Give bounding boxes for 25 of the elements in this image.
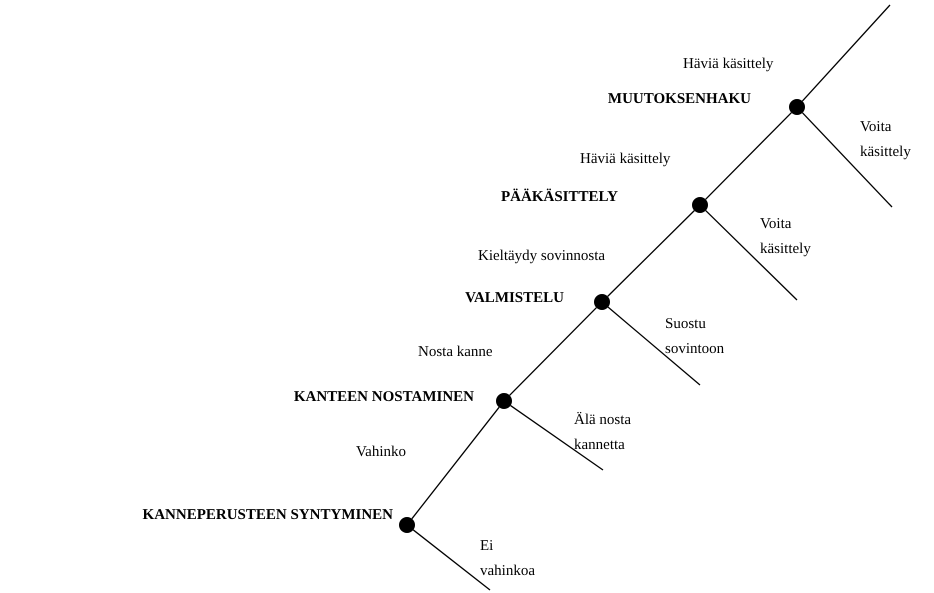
branch-line [705,210,798,300]
stage-heading: KANNEPERUSTEEN SYNTYMINEN [142,507,393,524]
branch-line [412,529,490,591]
edge-label: Kieltäydy sovinnosta [478,247,606,266]
branch-line [509,307,597,396]
branch-line [705,112,792,200]
stage-heading: MUUTOKSENHAKU [608,91,751,108]
stage-heading: VALMISTELU [465,290,564,307]
branch-line [802,112,892,208]
edge-label: Häviä käsittely [683,55,774,74]
branch-line [607,210,695,297]
branch-line [608,306,700,386]
edge-label: Suostu sovintoon [665,315,726,359]
edge-label: Älä nosta kannetta [574,411,632,455]
edge-label: Nosta kanne [418,343,493,362]
edge-label: Ei vahinkoa [480,537,536,581]
edge-label: Voita käsittely [860,118,912,162]
edge-label: Voita käsittely [760,215,812,259]
stage-heading: PÄÄKÄSITTELY [501,189,618,206]
branch-line [411,406,500,520]
edge-label: Häviä käsittely [580,150,670,169]
branch-line [802,4,890,102]
edge-label: Vahinko [356,443,406,462]
branch-line [510,405,604,471]
stage-heading: KANTEEN NOSTAMINEN [294,389,474,406]
